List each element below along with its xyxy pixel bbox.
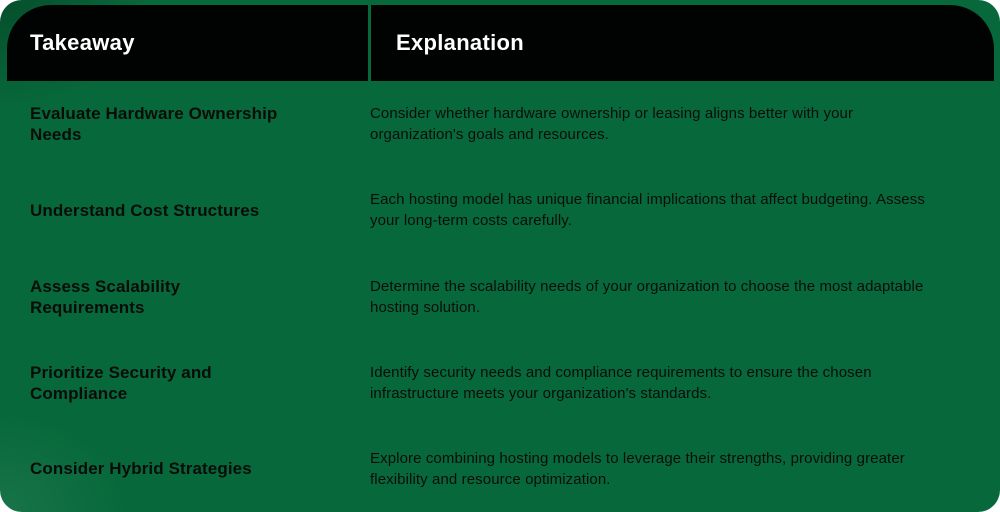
takeaway-cell: Evaluate Hardware Ownership Needs [7,103,345,145]
explanation-text: Each hosting model has unique financial … [370,191,925,230]
table-header-row: Takeaway Explanation [7,5,994,81]
explanation-text: Consider whether hardware ownership or l… [370,105,854,144]
table-body: Evaluate Hardware Ownership Needs Consid… [7,81,994,512]
table-row: Assess Scalability Requirements Determin… [7,253,994,339]
explanation-cell: Determine the scalability needs of your … [345,276,994,318]
takeaway-text: Prioritize Security and Compliance [30,362,212,403]
takeaway-text: Understand Cost Structures [30,200,260,220]
takeaway-cell: Assess Scalability Requirements [7,276,345,318]
explanation-text: Explore combining hosting models to leve… [370,449,905,488]
header-label-explanation: Explanation [396,30,524,55]
takeaway-cell: Consider Hybrid Strategies [7,458,345,479]
takeaway-text: Consider Hybrid Strategies [30,459,252,479]
explanation-cell: Explore combining hosting models to leve… [345,448,994,490]
table-row: Evaluate Hardware Ownership Needs Consid… [7,81,994,167]
takeaway-text: Assess Scalability Requirements [30,276,181,317]
explanation-text: Determine the scalability needs of your … [370,277,924,316]
explanation-cell: Consider whether hardware ownership or l… [345,103,994,145]
takeaway-text: Evaluate Hardware Ownership Needs [30,104,278,145]
table-row: Prioritize Security and Compliance Ident… [7,340,994,426]
table-row: Understand Cost Structures Each hosting … [7,167,994,253]
header-cell-takeaway: Takeaway [7,5,368,81]
explanation-cell: Identify security needs and compliance r… [345,362,994,404]
header-label-takeaway: Takeaway [30,30,135,55]
takeaway-cell: Prioritize Security and Compliance [7,362,345,404]
explanation-text: Identify security needs and compliance r… [370,363,872,402]
takeaway-cell: Understand Cost Structures [7,200,345,221]
table-row: Consider Hybrid Strategies Explore combi… [7,426,994,512]
header-cell-explanation: Explanation [371,5,994,81]
explanation-cell: Each hosting model has unique financial … [345,189,994,231]
